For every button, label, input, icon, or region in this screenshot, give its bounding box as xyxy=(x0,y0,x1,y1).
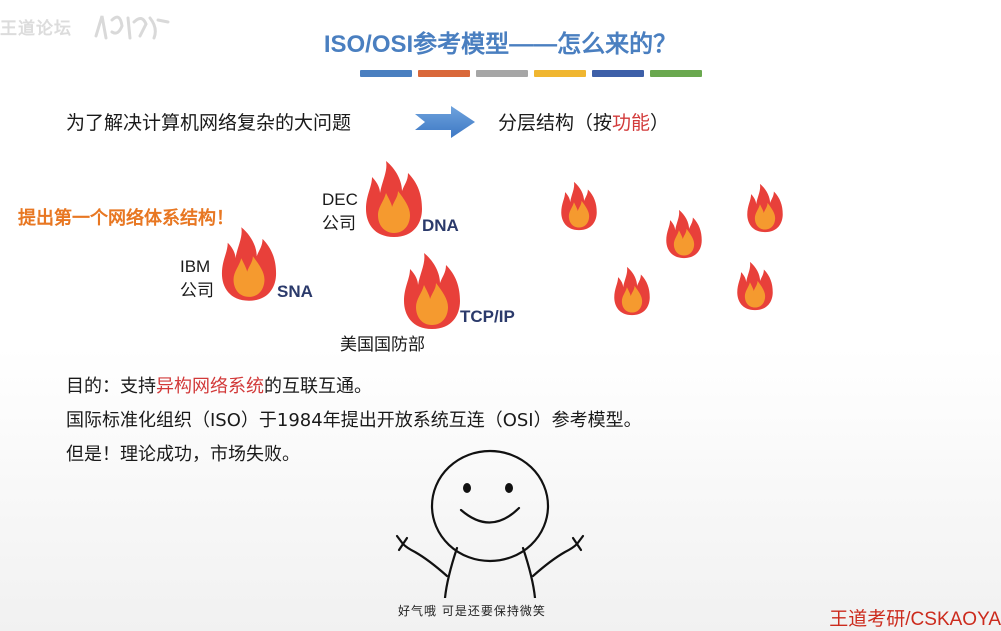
color-bar xyxy=(534,70,586,77)
color-bar xyxy=(476,70,528,77)
color-bar xyxy=(418,70,470,77)
sna-label: SNA xyxy=(277,282,313,301)
solution-suffix: ） xyxy=(650,112,670,134)
fire-icon xyxy=(614,266,650,316)
tcpip-label: TCP/IP xyxy=(460,307,515,326)
fire-icon xyxy=(366,161,422,237)
fire-icon xyxy=(404,253,460,329)
fire-icon xyxy=(221,227,277,301)
fire-icon xyxy=(561,181,597,231)
watermark-logo: 王道论坛 xyxy=(0,19,72,39)
fire-icon xyxy=(747,183,783,233)
solution-text: 分层结构（按功能） xyxy=(498,108,669,135)
right-arrow-icon xyxy=(415,106,475,138)
purpose-highlight: 异构网络系统 xyxy=(156,376,264,397)
color-bar xyxy=(592,70,644,77)
solution-prefix: 分层结构（按 xyxy=(498,112,613,134)
fire-icon xyxy=(666,209,702,259)
dod-label: 美国国防部 xyxy=(340,335,425,354)
ibm-name: IBM xyxy=(180,257,211,276)
dec-company: 公司 xyxy=(322,214,356,233)
title-color-bars xyxy=(360,70,702,77)
ibm-label: IBM 公司 xyxy=(180,255,214,303)
watermark-scribble xyxy=(94,15,170,40)
purpose-suffix: 的互联互通。 xyxy=(264,376,372,397)
brand-footer: 王道考研/CSKAOYA xyxy=(829,609,1001,630)
dna-label: DNA xyxy=(422,216,459,235)
but-line: 但是！理论成功，市场失败。 xyxy=(66,444,300,465)
ibm-company: 公司 xyxy=(180,281,214,300)
smiling-stick-figure-illustration xyxy=(395,449,585,598)
dec-label: DEC 公司 xyxy=(322,188,358,236)
iso-line: 国际标准化组织（ISO）于1984年提出开放系统互连（OSI）参考模型。 xyxy=(66,410,642,431)
color-bar xyxy=(650,70,702,77)
solution-highlight: 功能 xyxy=(612,112,651,134)
dec-name: DEC xyxy=(322,190,358,209)
first-architecture-label: 提出第一个网络体系结构！ xyxy=(18,208,234,229)
problem-text: 为了解决计算机网络复杂的大问题 xyxy=(66,112,352,134)
color-bar xyxy=(360,70,412,77)
page-title: ISO/OSI参考模型——怎么来的？ xyxy=(323,31,678,58)
fire-icon xyxy=(737,261,773,311)
purpose-prefix: 目的：支持 xyxy=(66,376,156,397)
figure-caption: 好气哦 可是还要保持微笑 xyxy=(398,604,546,618)
purpose-line: 目的：支持异构网络系统的互联互通。 xyxy=(66,372,372,398)
